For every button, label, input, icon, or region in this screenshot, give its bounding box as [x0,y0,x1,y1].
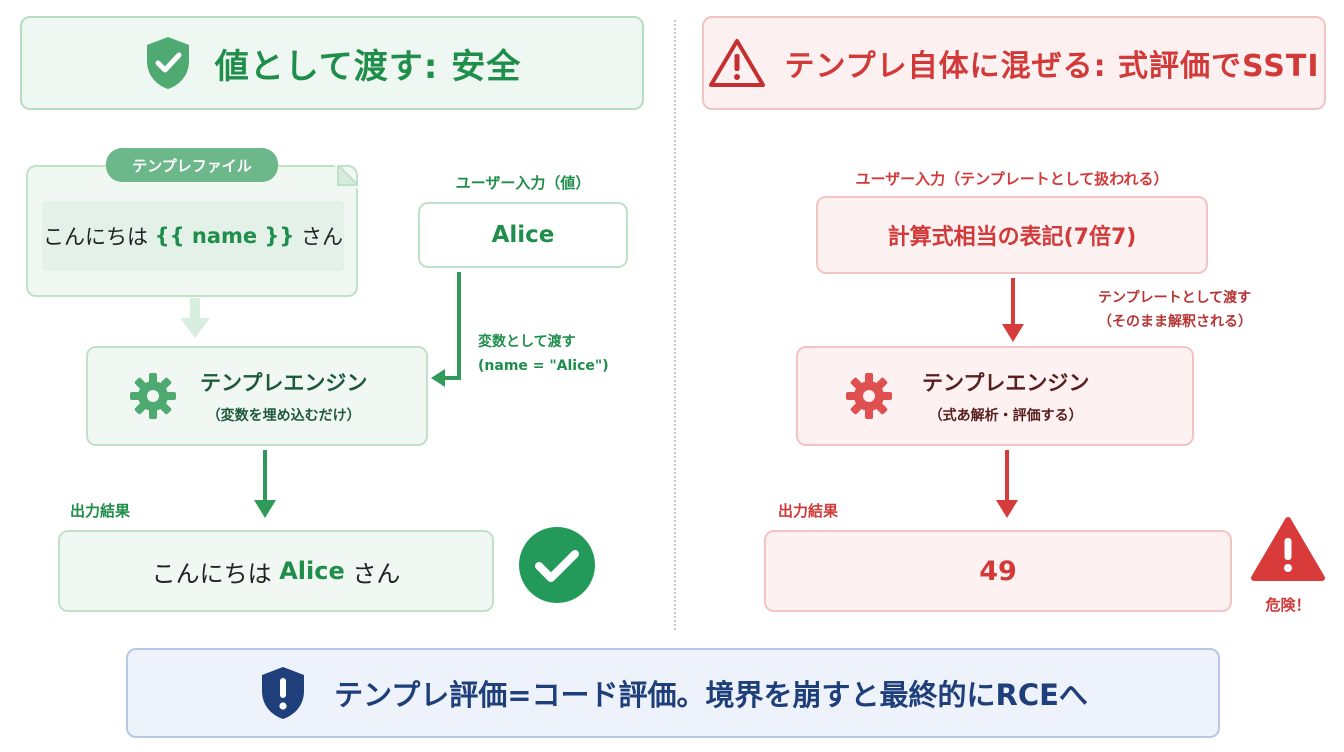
template-text-before: こんにちは [42,225,155,249]
folded-corner-icon [334,165,358,189]
elbow-arrow-icon [431,272,461,387]
right-output-label: 出力結果 [778,502,839,520]
left-template-engine-box: テンプレエンジン （変数を埋め込むだけ） [86,346,428,446]
footer-banner: テンプレ評価=コード評価。境界を崩すと最終的にRCEへ [126,648,1220,738]
template-file-tab: テンプレファイル [106,148,278,182]
left-output-box: こんにちは Alice さん [58,530,494,612]
left-down-arrow-icon [254,450,276,518]
left-output-text-before: こんにちは [151,559,280,588]
left-pass-note-line2: (name = "Alice") [478,358,609,374]
template-variable: {{ name }} [154,224,295,248]
footer-message: テンプレ評価=コード評価。境界を崩すと最終的にRCEへ [334,678,1088,712]
template-text-after: さん [294,225,344,249]
right-down-arrow-2-icon [996,450,1018,518]
gear-icon [846,373,892,419]
safe-header: 値として渡す: 安全 [20,16,644,110]
right-user-input-box: 計算式相当の表記(7倍7) [816,196,1208,274]
left-pass-note: 変数として渡す (name = "Alice") [478,330,609,378]
column-divider [674,20,676,630]
right-user-input-value: 計算式相当の表記(7倍7) [887,225,1137,250]
left-output-text-after: さん [344,559,401,588]
check-circle-icon [519,527,595,603]
gear-icon [130,373,176,419]
right-down-arrow-1-icon [1002,278,1024,342]
right-engine-subtitle: （式あ解析・評価する） [928,408,1083,424]
right-pass-note-line1: テンプレートとして渡す [1098,290,1252,306]
ssti-header: テンプレ自体に混ぜる: 式評価でSSTI [702,16,1326,110]
ssti-header-title: テンプレ自体に混ぜる: 式評価でSSTI [784,49,1320,84]
left-engine-subtitle: （変数を埋め込むだけ） [206,408,361,424]
left-pass-note-line1: 変数として渡す [478,334,576,350]
left-user-input-value: Alice [491,222,555,248]
shield-exclamation-icon [262,667,305,719]
template-file-card: こんにちは {{ name }} さん [26,165,358,297]
right-engine-title: テンプレエンジン [922,371,1090,395]
danger-label: 危険！ [1265,596,1311,614]
light-down-arrow-icon [180,298,210,338]
right-template-engine-box: テンプレエンジン （式あ解析・評価する） [796,346,1194,446]
left-engine-title: テンプレエンジン [200,371,368,395]
right-output-box: 49 [764,530,1232,612]
right-output-value: 49 [979,555,1017,587]
left-output-value: Alice [279,557,345,585]
right-pass-note: テンプレートとして渡す （そのまま解釈される） [1098,286,1252,334]
safe-header-title: 値として渡す: 安全 [214,46,522,87]
danger-triangle-icon [1251,517,1325,581]
warning-triangle-icon [709,39,766,87]
shield-check-icon [146,37,189,89]
right-user-input-label: ユーザー入力（テンプレートとして扱われる） [855,170,1169,188]
template-text-area: こんにちは {{ name }} さん [42,201,344,271]
left-output-label: 出力結果 [70,502,131,520]
right-pass-note-line2: （そのまま解釈される） [1098,314,1252,330]
template-file-tab-label: テンプレファイル [132,156,252,175]
left-user-input-label: ユーザー入力（値） [455,174,591,192]
left-user-input-box: Alice [418,202,628,268]
